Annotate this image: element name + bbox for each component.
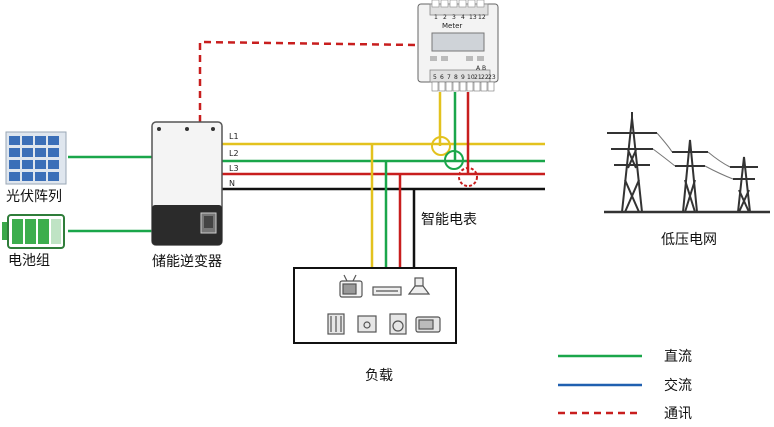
washing-machine-icon	[389, 313, 407, 335]
meter-terminal-bottom: 21	[474, 74, 482, 81]
coffee-machine-icon	[357, 315, 377, 333]
load-label: 负载	[365, 368, 393, 384]
phase-label-l2: L2	[229, 149, 239, 158]
meter-terminal-bottom: 7	[447, 74, 451, 81]
meter-terminal-bottom: 23	[488, 74, 496, 81]
smart-meter-label: 智能电表	[421, 212, 477, 228]
appliance-icons	[327, 274, 441, 335]
tv-icon	[339, 274, 363, 298]
legend-dc-label: 直流	[664, 348, 692, 365]
meter-icon	[417, 0, 499, 92]
legend: 直流 交流 通讯	[558, 348, 692, 422]
battery-icon	[2, 214, 65, 249]
pv-array-icon	[5, 131, 67, 185]
phase-label-n: N	[229, 179, 235, 188]
meter-terminal-top: 2	[443, 14, 447, 21]
phase-label-l3: L3	[229, 164, 239, 173]
meter-top-terminal-labels: 1 2 3 4 13 12	[434, 14, 486, 21]
ct-l3	[458, 167, 478, 187]
meter-terminal-bottom: 8	[454, 74, 458, 81]
meter-terminal-top: 1	[434, 14, 438, 21]
range-hood-icon	[407, 277, 431, 295]
battery-label: 电池组	[8, 253, 50, 269]
tower-large	[607, 112, 657, 213]
meter-terminal-bottom: 10	[467, 74, 475, 81]
meter-terminal-bottom: 9	[461, 74, 465, 81]
heater-icon	[327, 313, 345, 335]
comm-line	[198, 40, 419, 122]
meter-terminal-bottom: 6	[440, 74, 444, 81]
meter-bottom-terminal-labels: 5 6 7 8 9 10 21 22 23	[433, 74, 496, 81]
microwave-icon	[415, 316, 441, 333]
legend-comm-label: 通讯	[664, 406, 692, 422]
phase-label-l1: L1	[229, 132, 239, 141]
tower-small	[730, 156, 758, 213]
meter-title: Meter	[442, 22, 462, 30]
transmission-tower-icon	[604, 112, 770, 214]
air-conditioner-icon	[372, 286, 402, 296]
meter-terminal-top: 4	[461, 14, 465, 21]
ct-l2	[444, 150, 464, 170]
inverter-label: 储能逆变器	[152, 254, 222, 270]
meter-terminal-top: 12	[478, 14, 486, 21]
pv-array-label: 光伏阵列	[6, 189, 62, 205]
meter-terminal-bottom: 22	[481, 74, 489, 81]
inverter-icon	[151, 121, 223, 246]
meter-terminal-bottom: 5	[433, 74, 437, 81]
ct-l1	[431, 136, 451, 156]
grid-label: 低压电网	[661, 232, 717, 248]
tower-medium	[672, 139, 708, 213]
legend-ac-label: 交流	[664, 377, 692, 394]
meter-terminal-top: 3	[452, 14, 456, 21]
meter-ab-label: A B	[476, 65, 486, 72]
meter-terminal-top: 13	[469, 14, 477, 21]
